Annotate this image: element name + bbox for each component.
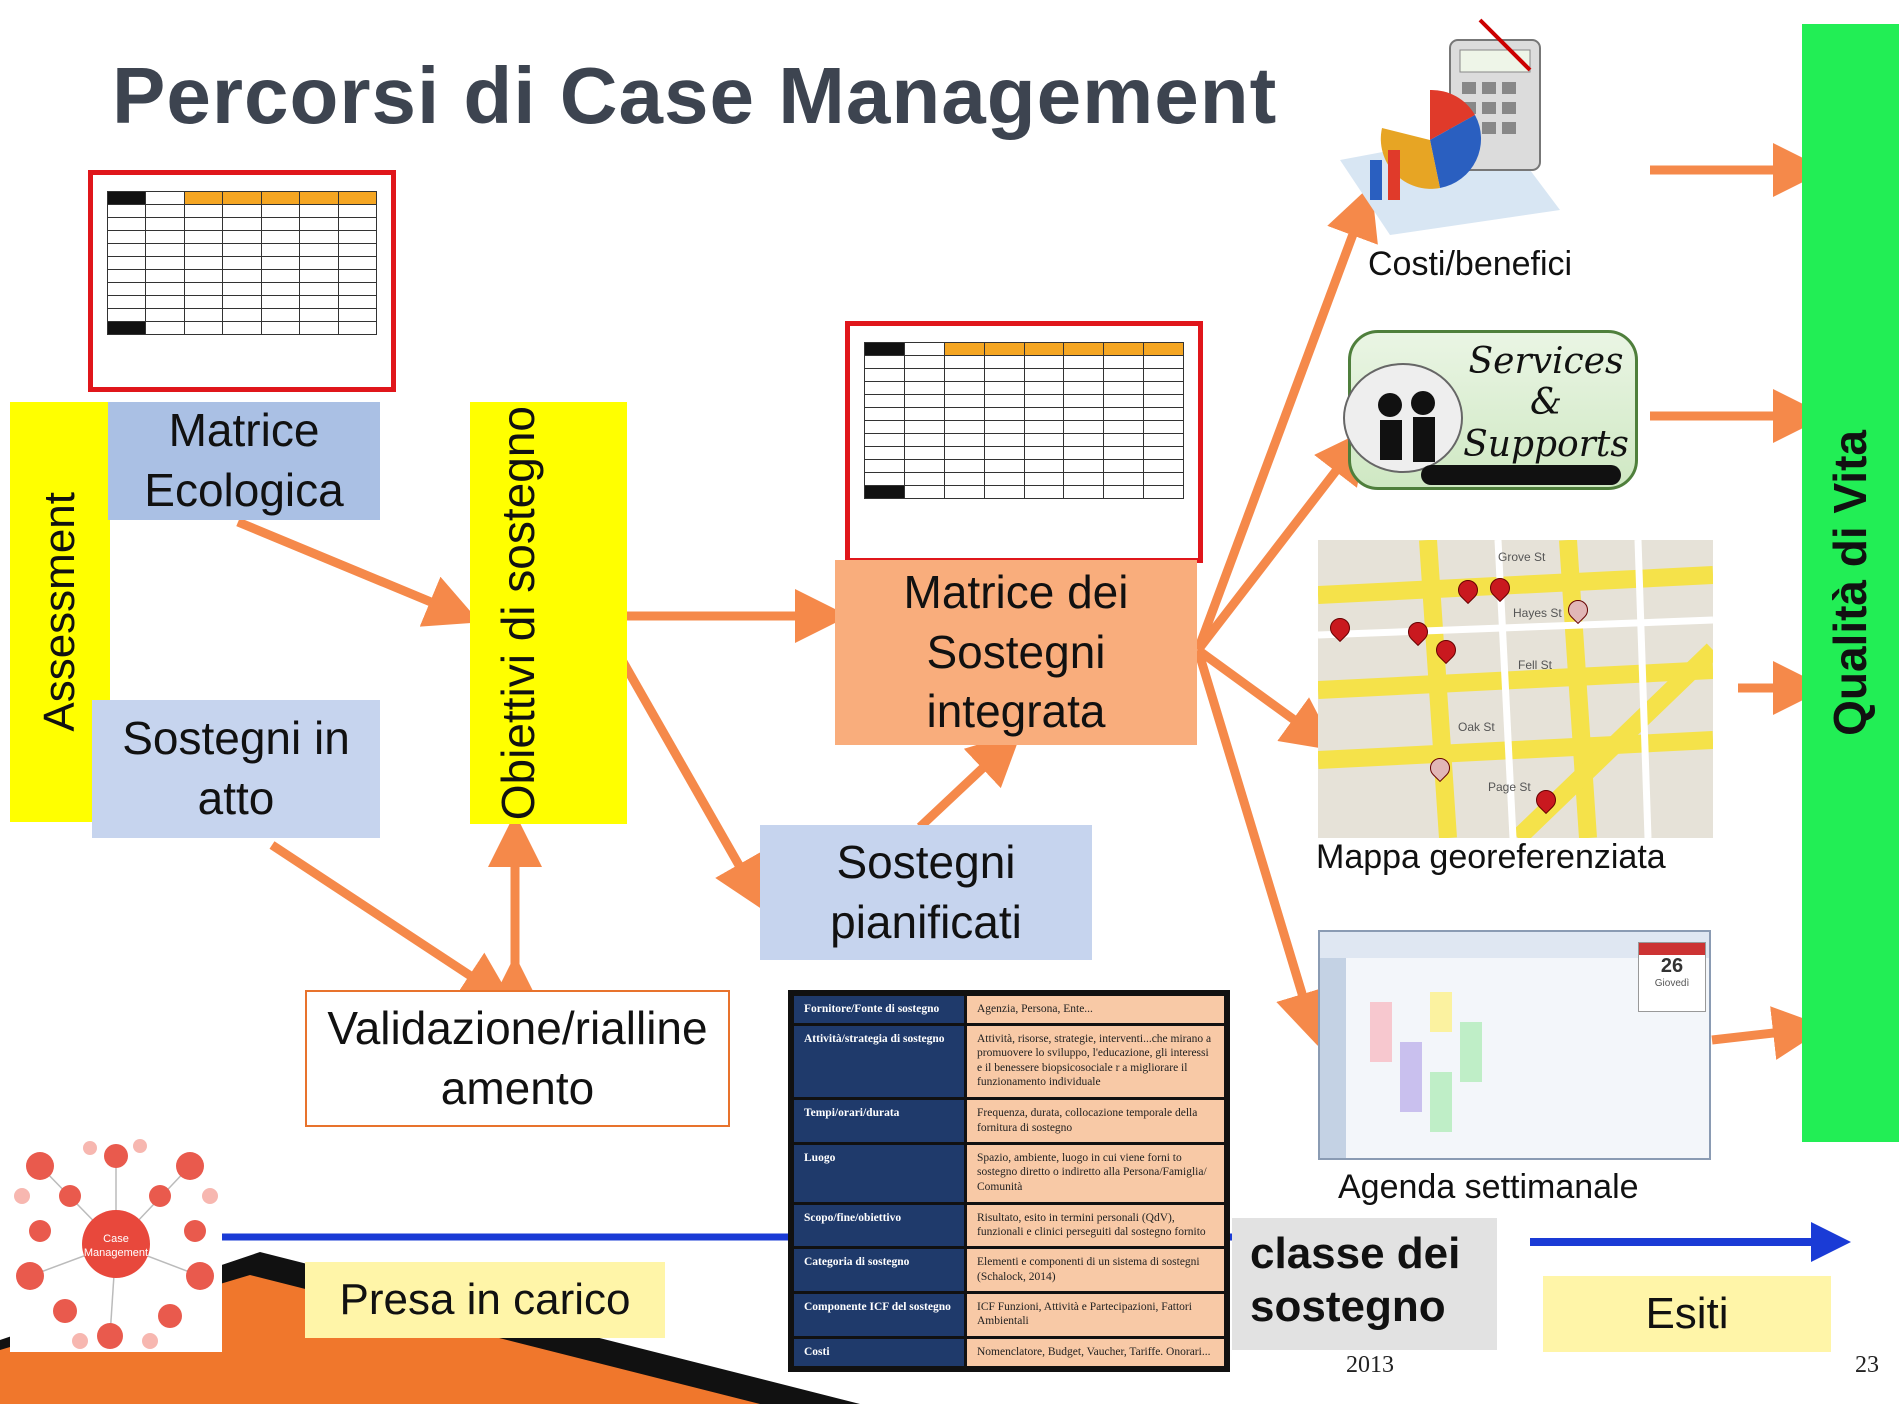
sostegni-pianificati-box: Sostegni pianificati (760, 825, 1092, 960)
sostegni-in-atto-box: Sostegni in atto (92, 700, 380, 838)
support-table-value: Elementi e componenti di un sistema di s… (964, 1246, 1227, 1295)
services-supports-card: Services & Supports (1343, 330, 1638, 490)
support-table-key: Fornitore/Fonte di sostegno (791, 992, 967, 1027)
agenda-event (1370, 1002, 1392, 1062)
map-street-grove: Grove St (1498, 550, 1546, 564)
presa-in-carico-box: Presa in carico (305, 1262, 665, 1338)
footer-page-number: 23 (1855, 1352, 1879, 1378)
support-table-value: Nomenclatore, Budget, Vaucher, Tariffe. … (964, 1335, 1227, 1370)
assessment-label: Assessment (35, 492, 85, 732)
agenda-day-number: 26 (1660, 955, 1684, 977)
validazione-box: Validazione/riallineamento (305, 990, 730, 1127)
agenda-label: Agenda settimanale (1338, 1168, 1639, 1206)
agenda-event (1460, 1022, 1482, 1082)
classe-box: classe dei sostegno (1232, 1218, 1497, 1350)
footer-year: 2013 (1346, 1352, 1394, 1378)
map-street-fell: Fell St (1518, 658, 1553, 672)
map-street-page: Page St (1488, 780, 1531, 794)
supports-text: Supports (1463, 423, 1629, 465)
card-shadow-bar (1421, 465, 1621, 485)
agenda-event (1430, 1072, 1452, 1132)
map-street-oak: Oak St (1458, 720, 1495, 734)
support-table-key: Scopo/fine/obiettivo (791, 1201, 967, 1250)
calculator-chart-image (1330, 10, 1570, 235)
ampersand-text: & (1529, 382, 1563, 424)
support-table-value: Risultato, esito in termini personali (Q… (964, 1201, 1227, 1250)
ecological-matrix-grid (106, 191, 378, 335)
agenda-event (1400, 1042, 1422, 1112)
support-table-value: Attività, risorse, strategie, interventi… (964, 1023, 1227, 1101)
calculator-icon (1340, 18, 1560, 235)
mappa-label: Mappa georeferenziata (1316, 838, 1666, 876)
support-table-value: Agenzia, Persona, Ente... (964, 992, 1227, 1027)
agenda-image: 26 Giovedì (1318, 930, 1711, 1160)
agenda-event (1430, 992, 1452, 1032)
support-table-value: Spazio, ambiente, luogo in cui viene for… (964, 1142, 1227, 1205)
handshake-icon (1343, 363, 1463, 473)
map-image: Grove St Hayes St Fell St Oak St Page St (1318, 540, 1713, 838)
map-street-hayes: Hayes St (1513, 606, 1562, 620)
agenda-date-card: 26 Giovedì (1638, 942, 1706, 1012)
support-matrix-thumbnail (845, 321, 1203, 563)
esiti-box: Esiti (1543, 1276, 1831, 1352)
case-management-logo: Case Management (10, 1136, 222, 1352)
support-table-key: Costi (791, 1335, 967, 1370)
support-table-value: Frequenza, durata, collocazione temporal… (964, 1097, 1227, 1146)
costi-benefici-label: Costi/benefici (1368, 245, 1573, 283)
matrice-ecologica-box: Matrice Ecologica (108, 402, 380, 520)
matrice-sostegni-box: Matrice dei Sostegni integrata (835, 560, 1197, 745)
case-management-logo-text: Case (103, 1233, 129, 1245)
support-table-key: Categoria di sostegno (791, 1246, 967, 1295)
support-table-key: Componente ICF del sostegno (791, 1291, 967, 1339)
case-management-diagram: Case Management (14, 1139, 218, 1349)
obiettivi-label: Obiettivi di sostegno (491, 405, 544, 821)
agenda-sidebar (1320, 958, 1346, 1158)
svg-text:Management: Management (84, 1247, 148, 1259)
ecological-matrix-thumbnail (88, 170, 396, 392)
map-streets-graphic (1318, 540, 1713, 838)
qualita-label: Qualità di Vita (1823, 430, 1876, 736)
obiettivi-box: Obiettivi di sostegno (470, 402, 627, 824)
page-title: Percorsi di Case Management (112, 51, 1278, 140)
services-text: Services (1468, 341, 1624, 382)
support-table-value: ICF Funzioni, Attività e Partecipazioni,… (964, 1291, 1227, 1339)
qualita-di-vita-bar: Qualità di Vita (1802, 24, 1899, 1142)
support-table-key: Tempi/orari/durata (791, 1097, 967, 1146)
support-matrix-grid (864, 342, 1184, 499)
support-table-key: Luogo (791, 1142, 967, 1205)
agenda-weekday: Giovedì (1654, 978, 1690, 989)
support-table-key: Attività/strategia di sostegno (791, 1023, 967, 1101)
